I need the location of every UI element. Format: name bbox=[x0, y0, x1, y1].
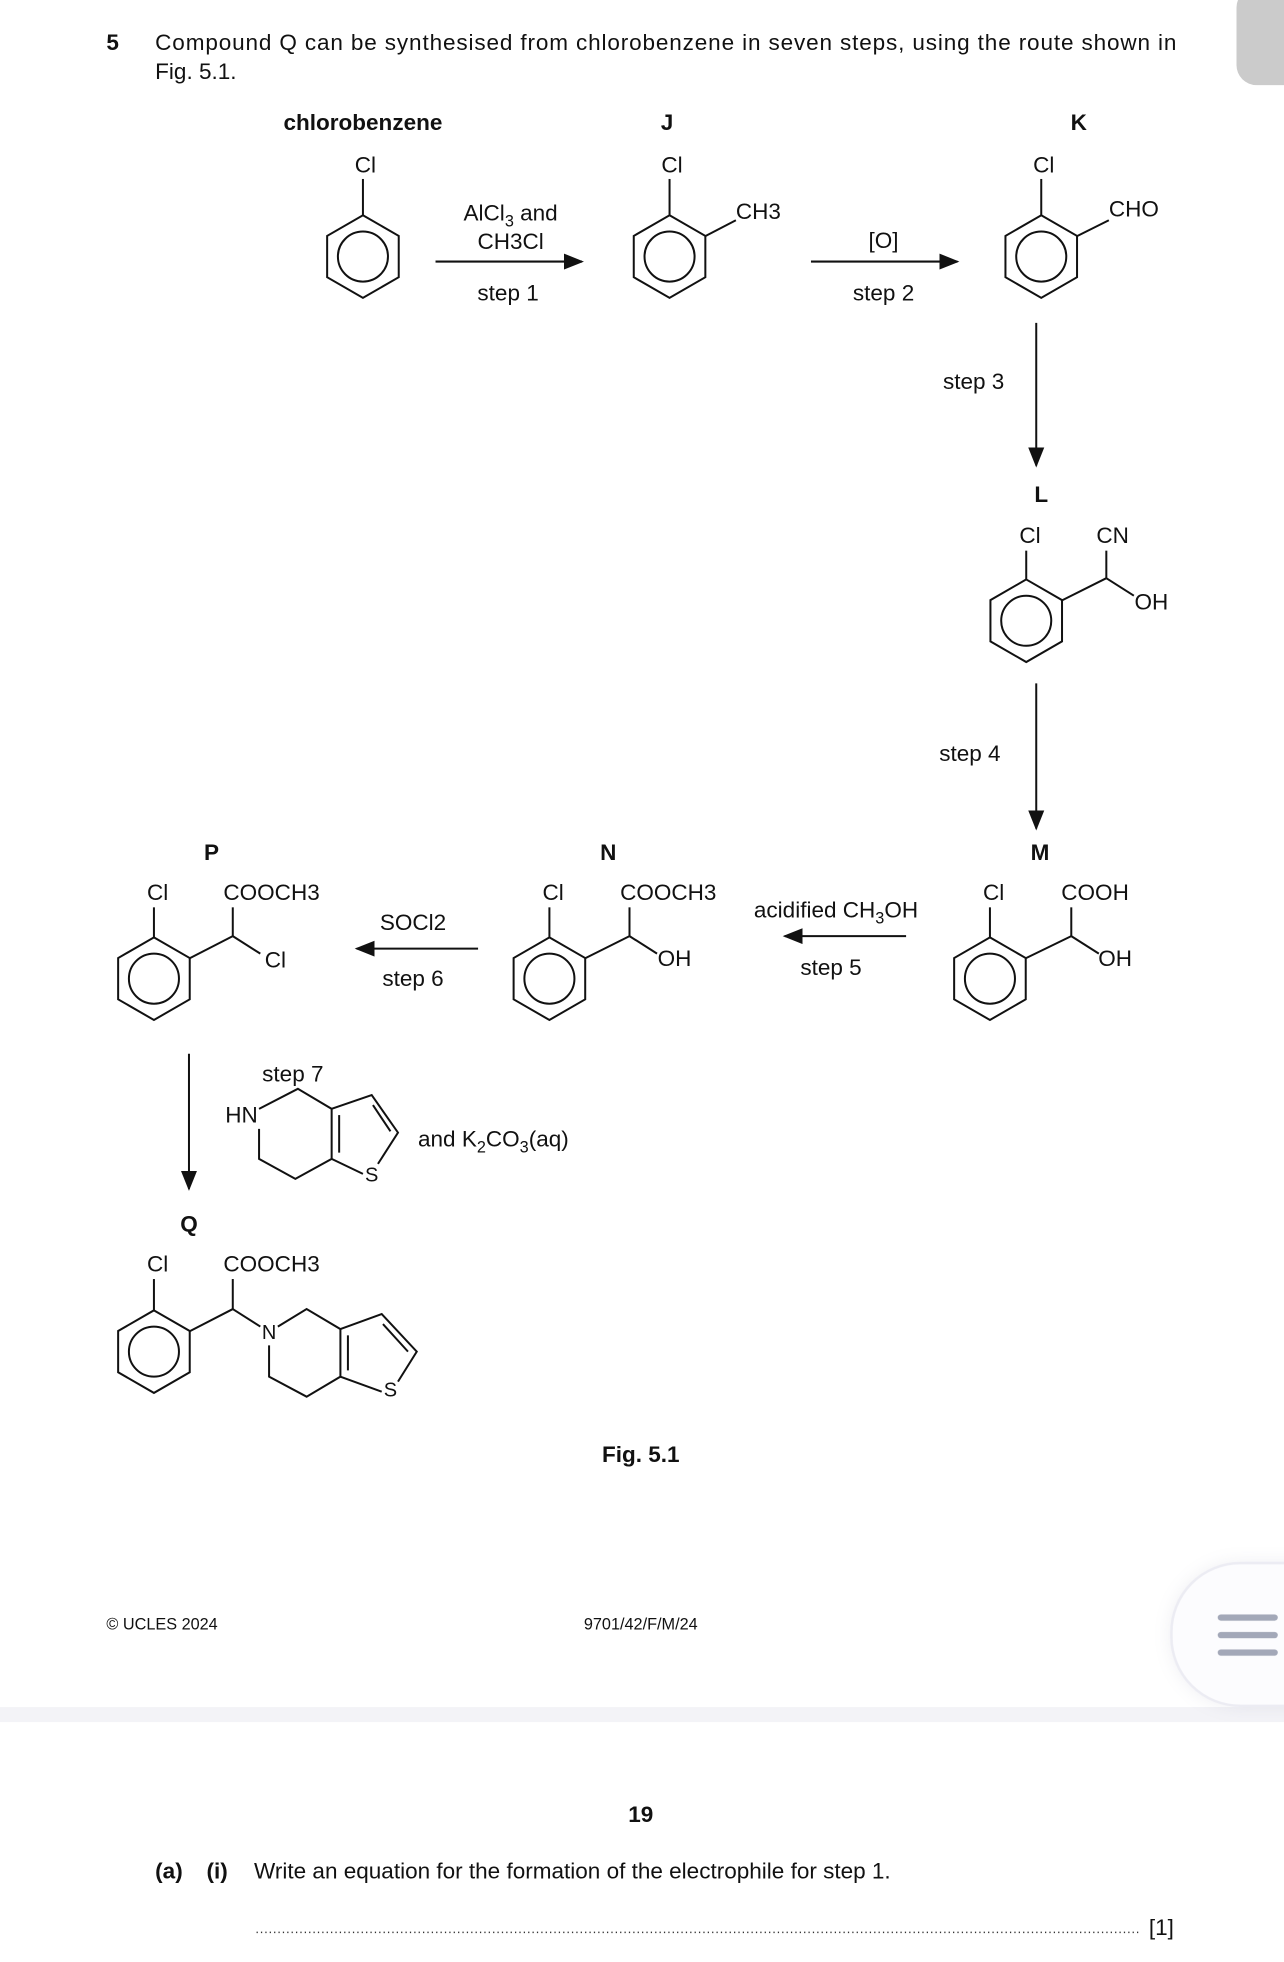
subpart-label: (i) bbox=[206, 1859, 227, 1884]
cn-label: CN bbox=[1096, 523, 1129, 548]
cooh-label: COOH bbox=[1061, 880, 1129, 905]
cl-label: Cl bbox=[983, 880, 1004, 905]
arrows bbox=[180, 253, 1045, 1191]
oh-label: OH bbox=[1134, 589, 1168, 614]
chlorobenzene-label: chlorobenzene bbox=[283, 110, 442, 135]
aromatic-circle bbox=[643, 230, 696, 283]
cl-label: Cl bbox=[543, 880, 564, 905]
menu-icon bbox=[1217, 1631, 1278, 1639]
step7-label: step 7 bbox=[262, 1061, 323, 1086]
step6-reagent: SOCl2 bbox=[380, 910, 446, 935]
hn-label: HN bbox=[225, 1103, 258, 1128]
question-number: 5 bbox=[106, 30, 119, 55]
ester-label: COOCH3 bbox=[223, 880, 319, 905]
figure-caption: Fig. 5.1 bbox=[602, 1442, 680, 1467]
step6-label: step 6 bbox=[382, 966, 443, 991]
cl-label: Cl bbox=[147, 880, 168, 905]
step1-label: step 1 bbox=[477, 280, 538, 305]
aromatic-circle bbox=[963, 952, 1016, 1005]
compound-m-label: M bbox=[1031, 840, 1050, 865]
copyright: © UCLES 2024 bbox=[106, 1615, 217, 1633]
compound-p-label: P bbox=[204, 840, 219, 865]
cl-label: Cl bbox=[265, 947, 286, 972]
aromatic-circle bbox=[1000, 594, 1053, 647]
aromatic-circle bbox=[336, 230, 389, 283]
cl-label: Cl bbox=[1019, 523, 1040, 548]
s-label: S bbox=[365, 1164, 378, 1186]
part-label: (a) bbox=[155, 1859, 183, 1884]
benzene-ring bbox=[326, 214, 400, 300]
aromatic-circle bbox=[127, 1325, 180, 1378]
compound-l-label: L bbox=[1034, 482, 1048, 507]
cl-label: Cl bbox=[147, 1252, 168, 1277]
step1-reagent-2: CH3Cl bbox=[477, 229, 543, 254]
step3-label: step 3 bbox=[943, 369, 1004, 394]
page-number: 19 bbox=[628, 1802, 653, 1827]
question-prompt: Write an equation for the formation of t… bbox=[254, 1859, 891, 1884]
paper-code: 9701/42/F/M/24 bbox=[584, 1615, 698, 1633]
compound-q-label: Q bbox=[180, 1211, 198, 1236]
menu-button[interactable] bbox=[1170, 1561, 1284, 1708]
marks: [1] bbox=[1149, 1915, 1174, 1940]
aromatic-circle bbox=[127, 952, 180, 1005]
question-text: Compound Q can be synthesised from chlor… bbox=[155, 30, 1176, 55]
step7-reagent: and K2CO3(aq) bbox=[418, 1126, 569, 1156]
cl-label: Cl bbox=[1033, 153, 1054, 178]
compound-k-label: K bbox=[1071, 110, 1088, 135]
page-separator bbox=[0, 1707, 1284, 1723]
step2-reagent: [O] bbox=[869, 228, 899, 253]
oh-label: OH bbox=[1098, 946, 1132, 971]
cl-label: Cl bbox=[661, 153, 682, 178]
side-tab[interactable] bbox=[1236, 0, 1284, 86]
aromatic-circle bbox=[523, 952, 576, 1005]
question-text-2: Fig. 5.1. bbox=[155, 59, 236, 84]
step5-reagent: acidified CH3OH bbox=[754, 897, 918, 927]
compound-j-label: J bbox=[661, 110, 674, 135]
cho-label: CHO bbox=[1109, 197, 1159, 222]
ester-label: COOCH3 bbox=[620, 880, 716, 905]
aromatic-circle bbox=[1015, 230, 1068, 283]
step1-reagent: AlCl3 and bbox=[464, 200, 558, 230]
compound-n-label: N bbox=[600, 840, 616, 865]
ch3-label: CH3 bbox=[736, 199, 781, 224]
menu-icon bbox=[1217, 1614, 1278, 1621]
n-label: N bbox=[262, 1322, 276, 1344]
cl-label: Cl bbox=[355, 153, 376, 178]
oh-label: OH bbox=[658, 946, 692, 971]
ester-label: COOCH3 bbox=[223, 1252, 319, 1277]
s-label: S bbox=[384, 1380, 397, 1402]
menu-icon bbox=[1217, 1649, 1278, 1656]
step5-label: step 5 bbox=[800, 955, 861, 980]
bonds bbox=[152, 178, 1135, 1398]
step4-label: step 4 bbox=[939, 741, 1000, 766]
step2-label: step 2 bbox=[853, 280, 914, 305]
